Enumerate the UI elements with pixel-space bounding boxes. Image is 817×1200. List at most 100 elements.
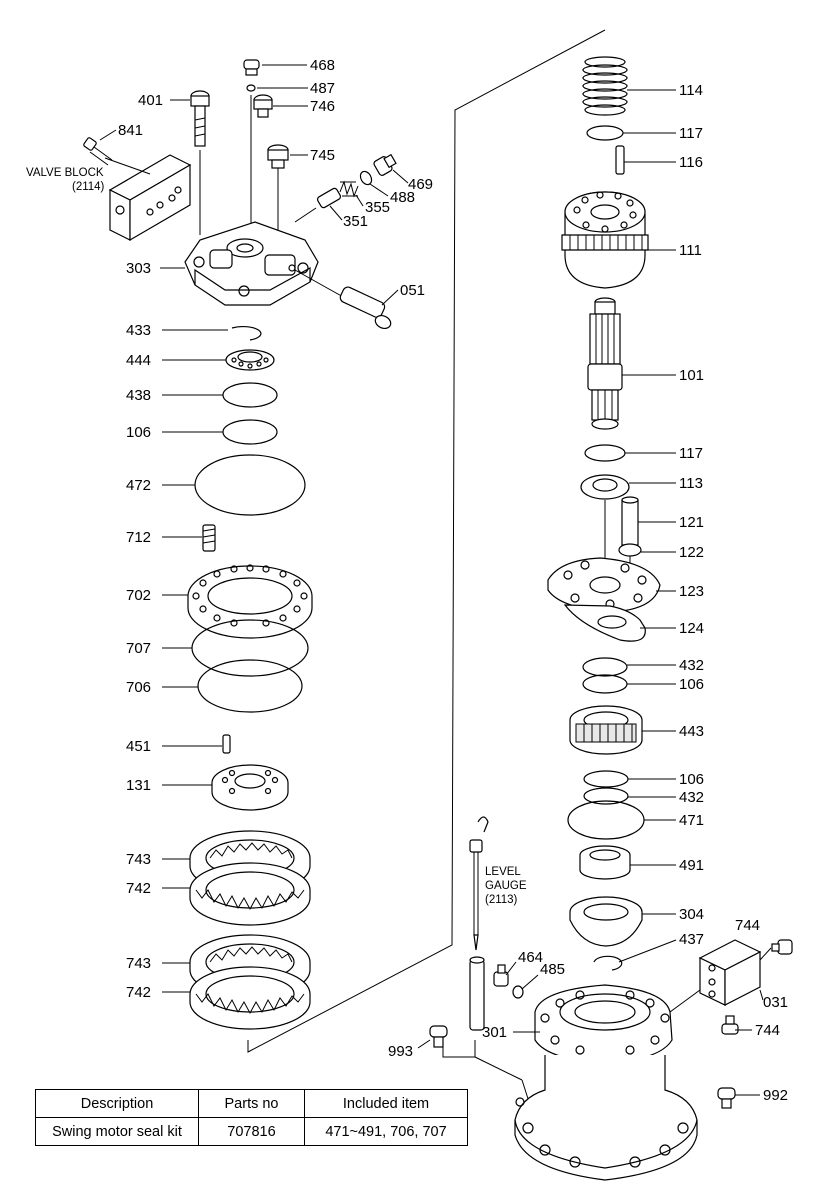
- callout-841: 841: [118, 122, 143, 139]
- part-744-plug-upper: [771, 939, 793, 955]
- seal-kit-table: Description Parts no Included item Swing…: [35, 1089, 468, 1146]
- part-485-oring: [512, 985, 524, 999]
- callout-443: 443: [679, 723, 704, 740]
- part-304-front-cover: [569, 896, 643, 947]
- cell-included-item: 471~491, 706, 707: [304, 1117, 468, 1146]
- callout-472: 472: [126, 477, 151, 494]
- callout-124: 124: [679, 620, 704, 637]
- valve-block: [104, 154, 192, 242]
- part-111-cylinder-block: [561, 191, 649, 289]
- level-gauge-label-2: GAUGE: [485, 880, 527, 892]
- callout-101: 101: [679, 367, 704, 384]
- part-444-bearing: [225, 349, 275, 371]
- part-468-plug: [243, 59, 260, 76]
- part-742-plate-upper: [189, 862, 311, 926]
- part-051-spool: [294, 269, 392, 330]
- part-116-pin: [615, 145, 625, 175]
- part-122-shoe: [618, 543, 642, 557]
- callout-355: 355: [365, 199, 390, 216]
- part-712-spring: [202, 524, 216, 552]
- callout-labels: 468 487 401 746 841 745 469 488 355 351 …: [26, 57, 788, 1104]
- callout-433: 433: [126, 322, 151, 339]
- callout-351: 351: [343, 213, 368, 230]
- part-438-ring: [222, 382, 278, 408]
- callout-117-lower: 117: [679, 445, 703, 462]
- callout-432-upper: 432: [679, 657, 704, 674]
- callout-488: 488: [390, 189, 415, 206]
- part-031-block: [698, 939, 762, 1006]
- part-351-poppet: [294, 187, 342, 223]
- level-gauge-label-1: LEVEL: [485, 866, 521, 878]
- level-gauge-code: (2113): [485, 894, 518, 906]
- callout-304: 304: [679, 906, 704, 923]
- callout-121: 121: [679, 514, 704, 531]
- callout-491: 491: [679, 857, 704, 874]
- cell-parts-no: 707816: [198, 1117, 305, 1146]
- part-491-oil-seal: [579, 845, 631, 880]
- callout-487: 487: [310, 80, 335, 97]
- part-433-snap-ring: [231, 325, 262, 341]
- part-106-ring-low: [583, 770, 629, 788]
- callout-745: 745: [310, 147, 335, 164]
- part-464-plug: [493, 964, 509, 987]
- part-993-plug: [429, 1025, 448, 1048]
- callout-437: 437: [679, 931, 704, 948]
- callout-706: 706: [126, 679, 151, 696]
- callout-303: 303: [126, 260, 151, 277]
- part-124-swash-plate: [563, 604, 646, 642]
- leader-lines: [99, 64, 772, 1096]
- part-472-oring: [194, 454, 306, 516]
- callout-743-upper: 743: [126, 851, 151, 868]
- part-469-plug: [373, 153, 397, 176]
- callout-114: 114: [679, 82, 703, 99]
- part-702-piston: [187, 564, 313, 639]
- callout-113: 113: [679, 475, 703, 492]
- part-101-shaft: [587, 297, 623, 430]
- callout-744-lower: 744: [755, 1022, 780, 1039]
- callout-106-top: 106: [126, 424, 151, 441]
- callout-464: 464: [518, 949, 543, 966]
- part-487-oring: [246, 84, 256, 92]
- part-471-oring: [567, 800, 645, 840]
- part-114-spring: [582, 56, 628, 116]
- callout-746: 746: [310, 98, 335, 115]
- part-121-piston: [621, 496, 639, 546]
- part-123-retainer-plate: [547, 557, 661, 613]
- callout-992: 992: [763, 1087, 788, 1104]
- part-841-bolt: [83, 137, 113, 166]
- part-401-bolt: [190, 90, 210, 147]
- cell-description: Swing motor seal kit: [35, 1117, 199, 1146]
- assembly-center-lines: [199, 29, 656, 1111]
- callout-744-upper: 744: [735, 917, 760, 934]
- part-117-ring-top: [586, 125, 624, 141]
- part-106-ring-top: [222, 419, 278, 445]
- callout-485: 485: [540, 961, 565, 978]
- part-432-ring-lower: [583, 787, 629, 805]
- part-451-pin: [222, 734, 231, 754]
- table-header-row: Description Parts no Included item: [35, 1089, 468, 1118]
- part-113-bushing: [580, 474, 630, 500]
- part-432-ring-upper: [582, 657, 628, 677]
- part-992-plug: [717, 1087, 736, 1109]
- part-742-plate-lower: [189, 966, 311, 1030]
- part-355-spring: [339, 180, 359, 198]
- callout-432-lower: 432: [679, 789, 704, 806]
- callout-451: 451: [126, 738, 151, 755]
- callout-116: 116: [679, 154, 703, 171]
- callout-742-upper: 742: [126, 880, 151, 897]
- callout-444: 444: [126, 352, 151, 369]
- part-117-ring-lower: [584, 444, 626, 462]
- callout-468: 468: [310, 57, 335, 74]
- left-column-parts: [83, 59, 397, 1030]
- valve-block-code: (2114): [72, 181, 105, 193]
- valve-block-label: VALVE BLOCK: [26, 167, 104, 179]
- callout-301: 301: [482, 1024, 507, 1041]
- part-106-ring-mid: [582, 674, 628, 694]
- header-parts-no: Parts no: [198, 1089, 305, 1118]
- header-description: Description: [35, 1089, 199, 1118]
- callout-712: 712: [126, 529, 151, 546]
- callout-993: 993: [388, 1043, 413, 1060]
- callout-743-lower: 743: [126, 955, 151, 972]
- callout-401: 401: [138, 92, 163, 109]
